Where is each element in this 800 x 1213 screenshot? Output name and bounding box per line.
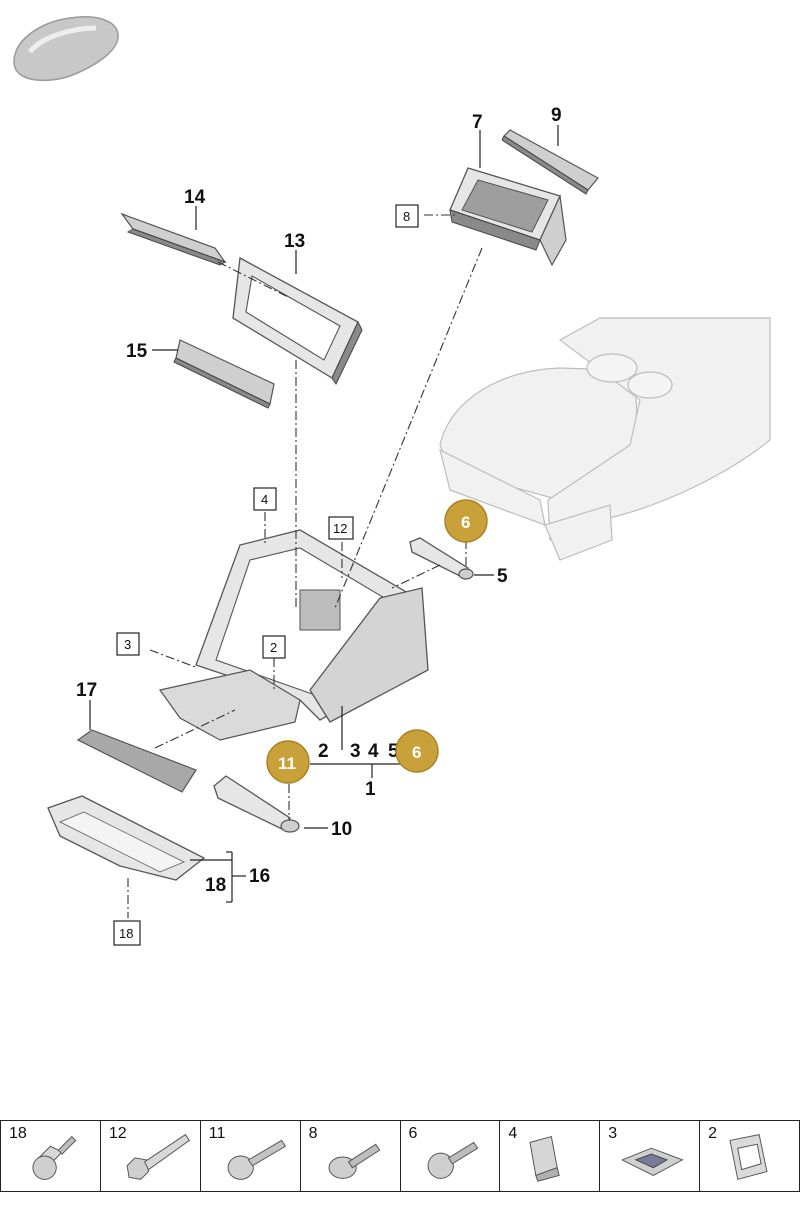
callout-1: 1 — [365, 779, 376, 800]
callout-16: 16 — [249, 866, 270, 887]
part-13-frame — [232, 256, 363, 386]
bolt-long-hex-icon — [126, 1133, 190, 1180]
badge-6-bottom: 6 — [412, 743, 421, 762]
clip-nut-icon — [529, 1135, 561, 1182]
car-thumbnail-icon — [13, 16, 119, 82]
gold-badges: 6 6 11 — [266, 499, 488, 784]
bolt-short-icon — [32, 1135, 77, 1180]
legend-cell-18: 18 — [0, 1121, 101, 1191]
box-12: 12 — [333, 521, 347, 536]
callout-13: 13 — [284, 231, 305, 252]
part-5-bracket — [409, 537, 474, 580]
leader-lines — [89, 125, 559, 903]
box-8: 8 — [403, 209, 410, 224]
part-7-air-vent — [449, 167, 567, 267]
legend-cell-2: 2 — [700, 1121, 800, 1191]
part-17-mat — [76, 729, 197, 793]
assembly-guide-lines — [127, 214, 483, 918]
legend-number: 3 — [608, 1125, 618, 1142]
callout-7: 7 — [472, 112, 483, 133]
box-18: 18 — [119, 926, 133, 941]
callout-10: 10 — [331, 819, 352, 840]
part-16-tray — [47, 795, 206, 881]
legend-cell-11: 11 — [201, 1121, 301, 1191]
part-9-cover — [501, 129, 599, 195]
callout-9: 9 — [551, 105, 562, 126]
callout-14: 14 — [184, 187, 206, 208]
callout-18: 18 — [205, 875, 226, 896]
legend-cell-6: 6 — [401, 1121, 501, 1191]
spring-clip-icon — [621, 1147, 684, 1176]
legend-number: 11 — [208, 1125, 226, 1142]
clamp-clip-icon — [729, 1134, 768, 1180]
fastener-legend: 18 12 11 8 6 4 — [0, 1120, 800, 1192]
legend-number: 6 — [408, 1125, 418, 1142]
callout-15: 15 — [126, 341, 148, 362]
bolt-round-head-icon — [227, 1139, 286, 1180]
badge-11: 11 — [278, 754, 296, 773]
screw-flange-icon — [328, 1143, 380, 1179]
legend-number: 4 — [508, 1125, 518, 1142]
bolt-torx-icon — [427, 1141, 478, 1179]
box-2: 2 — [270, 640, 277, 655]
box-3: 3 — [124, 637, 131, 652]
callout-2: 2 — [318, 741, 329, 762]
legend-number: 12 — [108, 1125, 127, 1142]
part-14-trim-strip — [120, 212, 227, 266]
callout-5-group: 5 — [388, 741, 399, 762]
part-1-console-body — [158, 529, 429, 741]
legend-cell-8: 8 — [301, 1121, 401, 1191]
part-10-bracket — [213, 775, 300, 833]
legend-cell-3: 3 — [600, 1121, 701, 1191]
legend-cell-12: 12 — [101, 1121, 201, 1191]
callout-17: 17 — [76, 680, 97, 701]
center-console-background — [439, 317, 771, 561]
part-15-switch-panel — [173, 339, 275, 409]
callout-5: 5 — [497, 566, 508, 587]
callout-3: 3 — [350, 741, 361, 762]
box-4: 4 — [261, 492, 268, 507]
badge-6-top: 6 — [461, 513, 470, 532]
callout-4: 4 — [368, 741, 379, 762]
legend-number: 8 — [308, 1125, 318, 1142]
legend-cell-4: 4 — [500, 1121, 601, 1191]
callout-labels: 7 9 14 13 15 5 17 2 3 4 5 1 10 18 16 — [76, 105, 562, 896]
legend-number: 2 — [708, 1125, 718, 1142]
legend-number: 18 — [9, 1125, 27, 1142]
boxed-labels: 8 4 12 3 2 18 — [113, 204, 419, 946]
